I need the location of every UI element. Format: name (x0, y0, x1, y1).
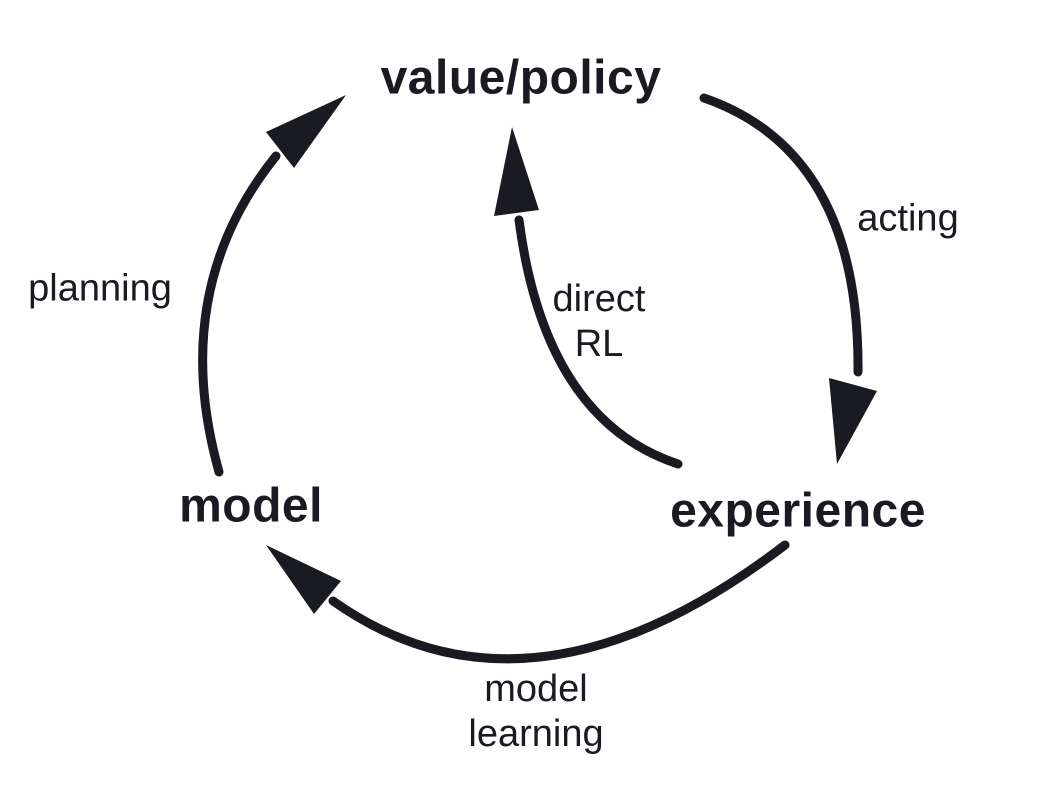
acting-arrowhead-icon (829, 378, 877, 464)
direct-rl-arrow (494, 127, 683, 469)
edge-label-model-learning-line2: learning (468, 713, 604, 755)
edge-label-direct-rl-line1: direct (552, 278, 646, 321)
edge-label-planning: planning (28, 267, 172, 310)
edge-label-direct-rl-line2: RL (574, 323, 624, 365)
edge-label-model-learning: model learning (468, 667, 603, 757)
direct-rl-arrow-curve (514, 215, 683, 469)
edge-label-acting: acting (857, 197, 959, 240)
model-learning-arrow (266, 540, 790, 664)
model-learning-arrow-curve (328, 540, 790, 664)
node-experience: experience (670, 484, 926, 538)
node-value-policy: value/policy (380, 51, 662, 105)
direct-rl-arrowhead-icon (494, 127, 539, 216)
model-learning-arrowhead-icon (266, 545, 341, 614)
edge-label-model-learning-line1: model (484, 668, 588, 711)
planning-arrow (198, 95, 346, 477)
acting-arrow-curve (699, 93, 863, 377)
planning-arrowhead-icon (266, 95, 346, 168)
node-model: model (179, 479, 323, 533)
acting-arrow (699, 93, 877, 464)
edge-label-direct-rl: direct RL (553, 277, 646, 367)
planning-arrow-curve (198, 151, 281, 477)
